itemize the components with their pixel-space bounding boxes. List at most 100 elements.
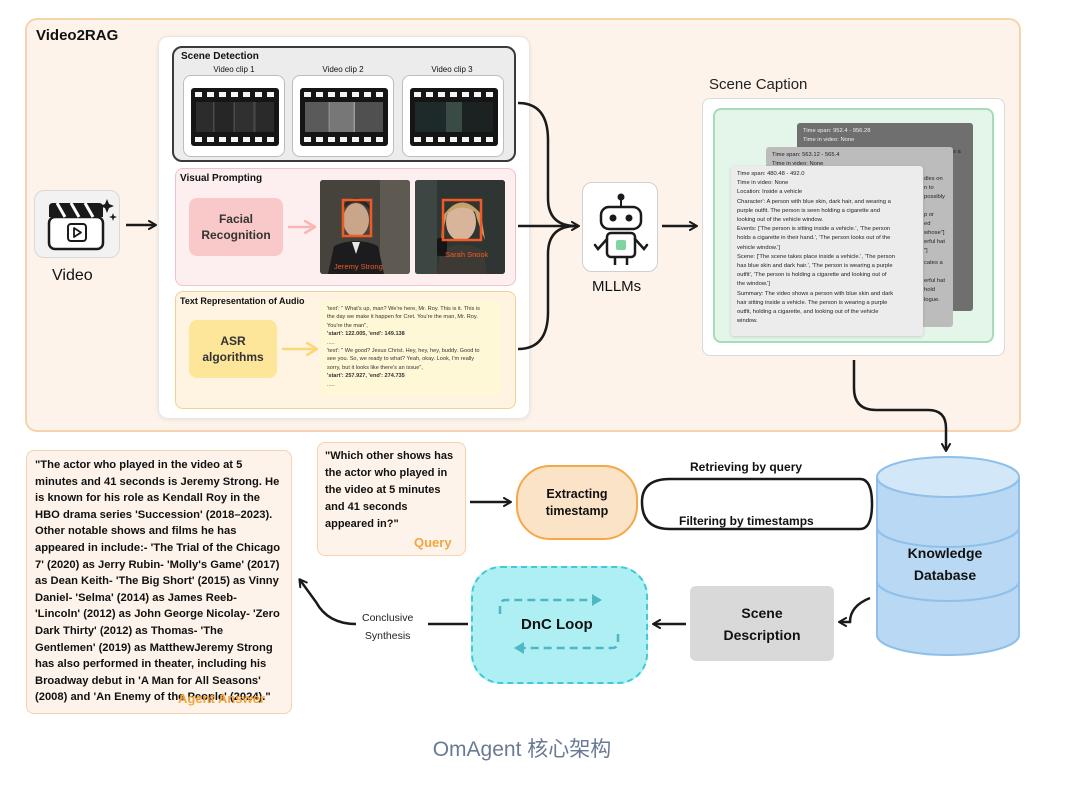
film-strip-icon	[191, 88, 279, 146]
caption-line: window.	[737, 318, 758, 325]
caption-line: hair sitting inside a vehicle. The perso…	[737, 299, 888, 306]
dnc-loop-bottom	[514, 634, 620, 654]
transcript-line: 'start': 257.927, 'end': 274.735	[327, 373, 405, 380]
scene-desc-line2: Description	[723, 626, 801, 643]
asr-line1: ASR	[220, 334, 246, 348]
agent-answer-label: Agent Answer	[178, 691, 265, 706]
dnc-loop-top	[498, 594, 602, 614]
caption-tail: p or	[924, 212, 934, 218]
caption-line: Summary: The video shows a person with b…	[737, 290, 894, 297]
extracting-timestamp-node: Extracting timestamp	[516, 465, 638, 540]
caption-line: Time in video: None	[803, 137, 855, 144]
caption-tail: ed	[924, 221, 931, 227]
agent-answer-text: "The actor who played in the video at 5 …	[35, 459, 281, 704]
caption-line: vehicle window.']	[737, 244, 780, 251]
transcript-line: 'text': " What's up, man? We're here, Mr…	[327, 306, 480, 312]
face-name-1: Jeremy Strong	[334, 262, 383, 271]
audio-transcript: 'text': " What's up, man? We're here, Mr…	[321, 301, 501, 396]
transcript-line: You're the man",	[327, 322, 368, 329]
facial-recognition-line1: Facial	[218, 212, 253, 226]
caption-line: outfit, holding a cigarette, and looking…	[737, 309, 879, 316]
edge-filter	[640, 501, 860, 531]
arrow-caption-to-db	[852, 360, 951, 452]
video-clip-3	[402, 75, 504, 157]
dnc-loop-label: DnC Loop	[521, 616, 593, 633]
query-text: "Which other shows has the actor who pla…	[325, 450, 454, 530]
clip-label-1: Video clip 1	[213, 65, 255, 74]
face-photo-1	[320, 180, 410, 274]
kb-line2: Database	[913, 567, 977, 583]
transcript-line: 'text': " We good? Jesus Christ. Hey, he…	[327, 348, 480, 355]
mllm-robot-box	[582, 182, 658, 272]
video-label: Video	[52, 267, 93, 284]
transcript-line: see you. So, we ready to what? Yeah, oka…	[327, 356, 475, 363]
scene-detection-title: Scene Detection	[181, 51, 259, 62]
edge-join-db	[859, 477, 874, 531]
extract-line1: Extracting	[546, 486, 608, 501]
arrow-scene-to-mllm	[517, 101, 577, 228]
caption-line: Events: ['The person is sitting inside a…	[737, 226, 891, 233]
caption-line: holds a cigarette in their hand.', 'The …	[737, 235, 891, 242]
transcript-line: the day we make it happen for Cret. You'…	[327, 314, 478, 321]
asr-line2: algorithms	[202, 350, 264, 364]
scene-desc-line1: Scene	[741, 604, 783, 621]
video-clip-2	[292, 75, 394, 157]
kb-line1: Knowledge	[907, 545, 983, 561]
facial-recognition-line2: Recognition	[201, 228, 271, 242]
extract-line2: timestamp	[545, 503, 609, 518]
filtering-label: Filtering by timestamps	[679, 514, 814, 528]
retrieving-label: Retrieving by query	[690, 460, 803, 474]
caption-line: Time span: 480.48 - 492.0	[737, 171, 805, 177]
transcript-line: 'start': 122.005, 'end': 149.138	[327, 331, 405, 338]
caption-line: purple outfit. The person is seen holdin…	[737, 207, 880, 214]
caption-tail: s a	[953, 149, 961, 155]
caption-tail: n to	[924, 185, 934, 191]
caption-tail: hold	[924, 287, 935, 293]
caption-tail: possibly	[924, 194, 945, 200]
video2rag-title: Video2RAG	[36, 27, 119, 44]
caption-tail: erful hat	[924, 239, 945, 245]
concl-line2: Synthesis	[364, 630, 411, 642]
robot-icon	[593, 193, 649, 265]
edge-retrieve	[640, 477, 860, 503]
text-audio-title: Text Representation of Audio	[180, 296, 305, 306]
transcript-line: sorry, but it looks like there's an issu…	[327, 364, 423, 371]
caption-tail: dles on	[924, 176, 943, 182]
caption-line: looking out of the vehicle window.	[737, 217, 824, 224]
caption-line: Time in video: None	[772, 161, 824, 168]
caption-tail: cates a	[924, 260, 943, 266]
caption-tail: whose"]	[924, 230, 945, 236]
scene-caption-title: Scene Caption	[709, 76, 808, 93]
caption-line: has blue skin and dark hair.', 'The pers…	[737, 263, 893, 270]
caption-card-1: Time span: 480.48 - 492.0 Time in video:…	[731, 166, 923, 336]
asr-box: ASR algorithms	[189, 320, 277, 378]
dnc-loop-node	[471, 566, 648, 684]
video-clapper-icon	[34, 190, 120, 258]
caption-tail: logue.	[924, 297, 940, 303]
visual-prompting-title: Visual Prompting	[180, 173, 263, 184]
transcript-line: .....	[327, 381, 335, 388]
concl-line1: Conclusive	[362, 612, 414, 624]
caption-line: Scene: ['The scene takes place inside a …	[737, 253, 895, 260]
face-photo-2	[415, 180, 505, 274]
caption-line: outfit', 'The person is holding a cigare…	[737, 272, 887, 279]
knowledge-database-icon	[876, 456, 1020, 656]
film-strip-icon	[410, 88, 498, 146]
caption-line: Time span: 952.4 - 956.28	[803, 128, 871, 134]
caption-tail: "]	[924, 248, 928, 254]
mllm-label: MLLMs	[592, 278, 642, 295]
caption-line: Character': A person with blue skin, dar…	[737, 198, 891, 205]
query-box: "Which other shows has the actor who pla…	[317, 442, 466, 556]
caption-line: the window.']	[737, 281, 771, 288]
arrow-audio-to-mllm	[517, 224, 577, 351]
film-strip-icon	[300, 88, 388, 146]
caption-tail: erful hat	[924, 278, 945, 284]
arrow-db-to-scene-desc	[838, 596, 871, 627]
clip-label-2: Video clip 2	[322, 65, 364, 74]
figure-caption: OmAgent 核心架构	[432, 738, 612, 761]
caption-line: Time span: 563.12 - 565.4	[772, 152, 840, 158]
video-clip-1	[183, 75, 285, 157]
